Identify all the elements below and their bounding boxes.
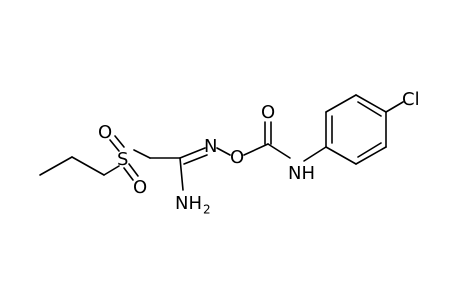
bond-sulfur-oxygen-bottom-b — [128, 163, 139, 177]
atom-label-layer: S O O N O O NH NH 2 Cl — [98, 89, 420, 217]
ring-inner-2 — [357, 101, 382, 117]
bond-propyl-2 — [71, 156, 105, 176]
bond-sulfur-oxygen-top-a — [109, 139, 120, 152]
ring-bond-5 — [355, 146, 387, 165]
bond-imine-to-oxygen — [216, 147, 231, 156]
bond-sulfur-to-methylene — [133, 149, 151, 159]
atom-sulfur: S — [117, 149, 128, 170]
bond-propyl-1 — [39, 156, 73, 176]
bond-amidine-imine-b — [183, 154, 208, 165]
bond-carbonyl-to-amide — [267, 143, 291, 159]
bond-sulfur-oxygen-top-b — [114, 135, 125, 148]
atom-chlorine: Cl — [402, 89, 420, 110]
ring-bond-3 — [355, 94, 387, 113]
bond-propyl-to-sulfur — [103, 165, 120, 176]
bond-ring-to-chlorine — [385, 101, 404, 113]
ring-bond-6 — [325, 146, 357, 165]
bond-sulfur-oxygen-bottom-a — [123, 167, 134, 181]
bond-amide-to-ring — [303, 146, 327, 162]
atom-nitrogen-amine: NH — [175, 193, 202, 214]
bond-amidine-imine-a — [179, 147, 206, 159]
ring-inner-3 — [357, 142, 382, 158]
bond-amidine-to-amine — [179, 157, 184, 191]
atom-oxygen-sulfonyl-bottom: O — [133, 177, 147, 198]
bond-layer — [39, 94, 404, 191]
atom-oxygen-sulfonyl-top: O — [98, 122, 112, 143]
atom-oxygen-ether: O — [230, 147, 244, 168]
atom-nitrogen-amide: NH — [288, 163, 315, 184]
atom-nitrogen-imine: N — [204, 136, 217, 157]
atom-oxygen-carbonyl: O — [261, 102, 275, 123]
bond-oxygen-to-carbonyl — [243, 143, 269, 156]
ring-bond-2 — [325, 94, 357, 113]
atom-amine-subscript: 2 — [203, 203, 211, 217]
